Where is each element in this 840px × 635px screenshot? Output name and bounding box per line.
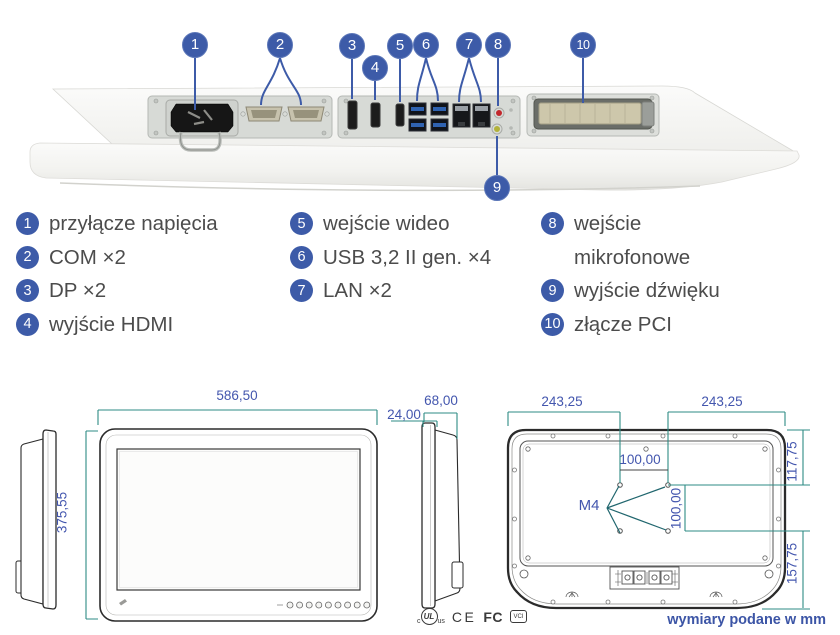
device-rear-photo [29, 57, 800, 192]
legend-number: 1 [16, 212, 39, 235]
legend-item-7: 7 LAN ×2 [290, 274, 491, 308]
dim-label-rear-top-offset: 117,75 [784, 441, 800, 482]
legend-label: złącze PCI [574, 312, 672, 336]
legend-number: 4 [16, 312, 39, 336]
chassis-front-bezel [29, 142, 800, 191]
rear-screws [512, 433, 781, 605]
legend-label: COM ×2 [49, 245, 126, 269]
legend-item-10: 10 złącze PCI [541, 308, 720, 342]
m4-arrows [606, 485, 667, 534]
dim-label-rear-right-width: 243,25 [701, 394, 743, 409]
dp-port [347, 100, 358, 130]
front-logo [119, 599, 127, 606]
legend-item-1: 1 przyłącze napięcia [16, 207, 218, 241]
pci-slot [533, 98, 655, 130]
ul-icon: UL [420, 608, 438, 625]
dim-label-front-width: 586,50 [216, 388, 258, 403]
dimension-drawings [15, 409, 810, 622]
legend-number: 3 [16, 279, 39, 302]
legend-item-3: 3 DP ×2 [16, 274, 218, 308]
legend-column-3: 8 wejście mikrofonowe 9 wyjście dźwięku … [541, 207, 720, 341]
units-note: wymiary podane w mm [667, 612, 826, 628]
legend-number: 5 [290, 212, 313, 235]
callout-marker-1: 1 [182, 32, 208, 58]
legend-label: LAN ×2 [323, 279, 392, 302]
legend-label: przyłącze napięcia [49, 212, 218, 235]
callout-marker-6: 6 [413, 32, 439, 58]
callout-marker-9: 9 [484, 175, 510, 201]
vcci-mark: VCI [510, 610, 528, 623]
legend-number: 2 [16, 245, 39, 269]
dim-label-vesa-vertical: 100,00 [668, 487, 684, 530]
legend-item-9: 9 wyjście dźwięku [541, 274, 720, 308]
hdmi-port [370, 102, 381, 128]
legend-item-5: 5 wejście wideo [290, 207, 491, 241]
video-in-port [395, 103, 405, 127]
dim-label-front-height: 375,55 [54, 491, 70, 534]
com-ports [240, 106, 330, 122]
legend-number: 6 [290, 245, 313, 269]
legend-column-2: 5 wejście wideo 6 USB 3,2 II gen. ×4 7 L… [290, 207, 491, 308]
dim-label-rear-left-width: 243,25 [541, 394, 583, 409]
front-screen [116, 448, 361, 591]
callout-marker-7: 7 [456, 32, 482, 58]
legend-label: USB 3,2 II gen. ×4 [323, 245, 492, 269]
ul-suffix: us [437, 618, 445, 625]
certification-logos: c UL us CE FC VCI [417, 608, 528, 625]
side-view-right [421, 422, 464, 609]
rear-io-cutout [609, 566, 680, 590]
legend-number: 7 [290, 279, 313, 302]
legend-label: DP ×2 [49, 279, 107, 302]
bezel-bottom-shadow [59, 182, 701, 192]
power-connector [165, 99, 239, 152]
dim-label-thread-size: M4 [578, 497, 600, 514]
callout-marker-8: 8 [485, 32, 511, 58]
lan-ports [452, 103, 491, 128]
audio-jacks [491, 107, 513, 135]
strip-screws [153, 95, 655, 136]
dim-label-vesa-horizontal: 100,00 [619, 452, 661, 467]
callout-marker-10: 10 [570, 32, 596, 58]
callout-marker-4: 4 [362, 55, 388, 81]
legend-item-4: 4 wyjście HDMI [16, 308, 218, 342]
legend-label: wejście mikrofonowe [574, 212, 691, 269]
legend-number: 9 [541, 279, 564, 302]
legend-column-1: 1 przyłącze napięcia 2 COM ×2 3 DP ×2 4 … [16, 207, 218, 341]
legend-item-6: 6 USB 3,2 II gen. ×4 [290, 241, 491, 275]
dim-label-total-depth: 68,00 [424, 393, 458, 408]
osd-buttons [277, 601, 371, 609]
legend-number: 10 [541, 312, 564, 336]
side-view-left [15, 429, 57, 610]
legend-item-8: 8 wejście mikrofonowe [541, 207, 720, 274]
callout-leader-lines [194, 57, 584, 175]
legend-label: wyjście dźwięku [574, 279, 720, 302]
vesa-holes [617, 482, 671, 534]
ce-mark: CE [451, 608, 477, 625]
callout-marker-5: 5 [387, 33, 413, 59]
dimension-lines [85, 409, 810, 620]
front-view [99, 428, 378, 622]
legend-label: wyjście HDMI [49, 312, 174, 336]
legend-number: 8 [541, 212, 564, 235]
ul-prefix: c [417, 618, 421, 625]
usb-ports [408, 102, 449, 132]
callout-marker-2: 2 [267, 32, 293, 58]
rear-vents [565, 591, 723, 598]
legend-label: wejście wideo [323, 212, 450, 235]
dim-label-rear-bottom-offset: 157,75 [784, 542, 800, 585]
ul-mark: c UL us [417, 608, 445, 625]
legend-item-2: 2 COM ×2 [16, 241, 218, 275]
callout-marker-3: 3 [339, 33, 365, 59]
rear-view [506, 428, 787, 610]
fcc-mark: FC [483, 608, 504, 625]
dim-label-bezel-depth: 24,00 [387, 407, 421, 422]
